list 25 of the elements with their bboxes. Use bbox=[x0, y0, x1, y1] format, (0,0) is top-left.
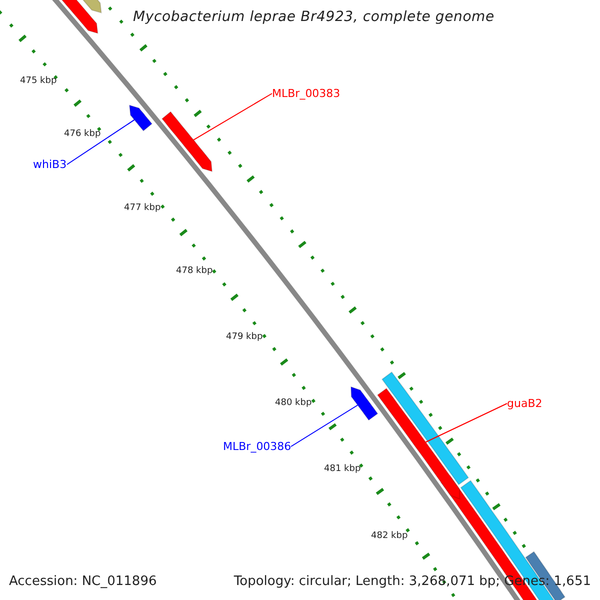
gene-feature bbox=[58, 0, 98, 34]
tick-label: 477 kbp bbox=[124, 204, 161, 213]
leader-line bbox=[66, 119, 135, 165]
tick-label: 475 kbp bbox=[20, 77, 57, 86]
tick-label: 478 kbp bbox=[176, 267, 213, 276]
tick-label: 481 kbp bbox=[324, 465, 361, 474]
gene-feature bbox=[350, 386, 378, 421]
tick-label: 476 kbp bbox=[64, 130, 101, 139]
title: Mycobacterium leprae Br4923, complete genome bbox=[133, 10, 494, 24]
leader-line bbox=[290, 404, 358, 447]
gene-feature bbox=[381, 371, 470, 486]
leader-line bbox=[193, 93, 272, 140]
genome-summary: Topology: circular; Length: 3,268,071 bp; Genes: 1,651 bbox=[234, 575, 591, 588]
gene-label: guaB2 bbox=[507, 398, 542, 409]
gene-feature bbox=[128, 104, 153, 132]
gene-label: whiB3 bbox=[33, 159, 67, 170]
gene-feature bbox=[376, 388, 460, 500]
tick-label: 479 kbp bbox=[226, 333, 263, 342]
leader-line bbox=[425, 403, 508, 443]
gene-label: MLBr_00386 bbox=[223, 441, 292, 452]
accession-text: Accession: NC_011896 bbox=[9, 575, 157, 588]
tick-label: 482 kbp bbox=[371, 532, 408, 541]
gene-label: MLBr_00383 bbox=[272, 88, 340, 99]
tick-label: 480 kbp bbox=[275, 399, 312, 408]
gene-feature bbox=[161, 111, 213, 172]
